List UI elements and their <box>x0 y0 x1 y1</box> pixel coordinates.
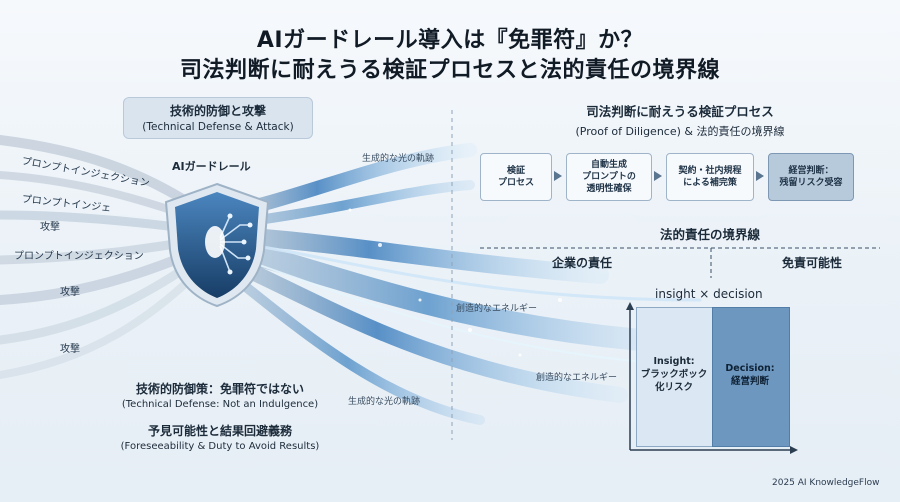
footer-line1-jp: 技術的防御策：免罪符ではない <box>135 382 304 396</box>
footer-line2-jp: 予見可能性と結果回避義務 <box>147 424 292 438</box>
boundary-left: 企業の責任 <box>552 256 613 270</box>
insight-line: Insight: <box>653 356 695 367</box>
process-step: 検証プロセス <box>480 153 552 201</box>
insight-line: 化リスク <box>654 382 693 393</box>
process-step: 自動生成プロンプトの透明性確保 <box>566 153 652 201</box>
matrix-axes <box>626 302 798 454</box>
step-line: プロンプトの <box>582 172 636 182</box>
arrow-icon <box>554 171 562 181</box>
boundary-title: 法的責任の境界線 <box>659 227 760 242</box>
footer-credit: 2025 AI KnowledgeFlow <box>772 478 880 488</box>
insight-line: ブラックボック <box>640 369 708 380</box>
boundary-right: 免責可能性 <box>782 256 843 270</box>
left-header-jp: 技術的防御と攻撃 <box>169 104 266 118</box>
matrix-header: insight × decision <box>655 287 763 301</box>
attack-label: 攻撃 <box>60 344 80 355</box>
step-line: 残留リスク受容 <box>779 178 843 188</box>
flow-label-top: 生成的な光の軌跡 <box>362 154 435 164</box>
right-header-jp: 司法判断に耐えうる検証プロセス <box>586 104 774 119</box>
process-step: 契約・社内規程による補完策 <box>666 153 754 201</box>
process-step-final: 経営判断： 残留リスク受容 <box>768 153 854 201</box>
attack-label: 攻撃 <box>60 287 80 298</box>
left-footer: 技術的防御策：免罪符ではない (Technical Defense: Not a… <box>100 380 340 452</box>
step-line: 契約・社内規程 <box>678 166 742 176</box>
shield-icon <box>164 182 270 308</box>
step-line: による補完策 <box>683 178 737 188</box>
decision-text: Decision: 経営判断 <box>712 362 788 388</box>
flow-label-lower: 創造的なエネルギー <box>536 373 618 383</box>
flow-label-bottom: 生成的な光の軌跡 <box>348 397 421 407</box>
step-line: 自動生成 <box>590 160 627 170</box>
insight-text: Insight: ブラックボック 化リスク <box>636 355 712 394</box>
arrow-icon <box>756 171 764 181</box>
step-line: 透明性確保 <box>586 184 632 194</box>
title-line-1: AIガードレール導入は『免罪符』か？ <box>256 28 644 53</box>
guardrail-label: AIガードレール <box>172 160 251 173</box>
footer-line2-en: (Foreseeability & Duty to Avoid Results) <box>120 441 320 452</box>
matrix-insight-cell <box>636 307 714 447</box>
left-header-box: 技術的防御と攻撃 (Technical Defense & Attack) <box>123 97 313 139</box>
decision-line: 経営判断 <box>730 376 769 387</box>
boundary-lines <box>480 247 880 278</box>
title-line-2: 司法判断に耐えうる検証プロセスと法的責任の境界線 <box>179 58 720 83</box>
flow-label-mid: 創造的なエネルギー <box>456 304 538 314</box>
step-line: 経営判断： <box>788 166 834 176</box>
step-line: プロセス <box>497 178 534 188</box>
right-header-en: (Proof of Diligence) & 法的責任の境界線 <box>575 125 785 138</box>
arrow-icon <box>654 171 662 181</box>
right-header: 司法判断に耐えうる検証プロセス (Proof of Diligence) & 法… <box>470 101 890 139</box>
left-header-en: (Technical Defense & Attack) <box>142 121 294 133</box>
attack-label: プロンプトインジェクション <box>14 251 144 262</box>
footer-line1-en: (Technical Defense: Not an Indulgence) <box>121 399 319 410</box>
step-line: 検証 <box>506 166 525 176</box>
attack-label: 攻撃 <box>40 222 60 233</box>
matrix-decision-cell <box>712 307 790 447</box>
decision-line: Decision: <box>725 363 775 374</box>
